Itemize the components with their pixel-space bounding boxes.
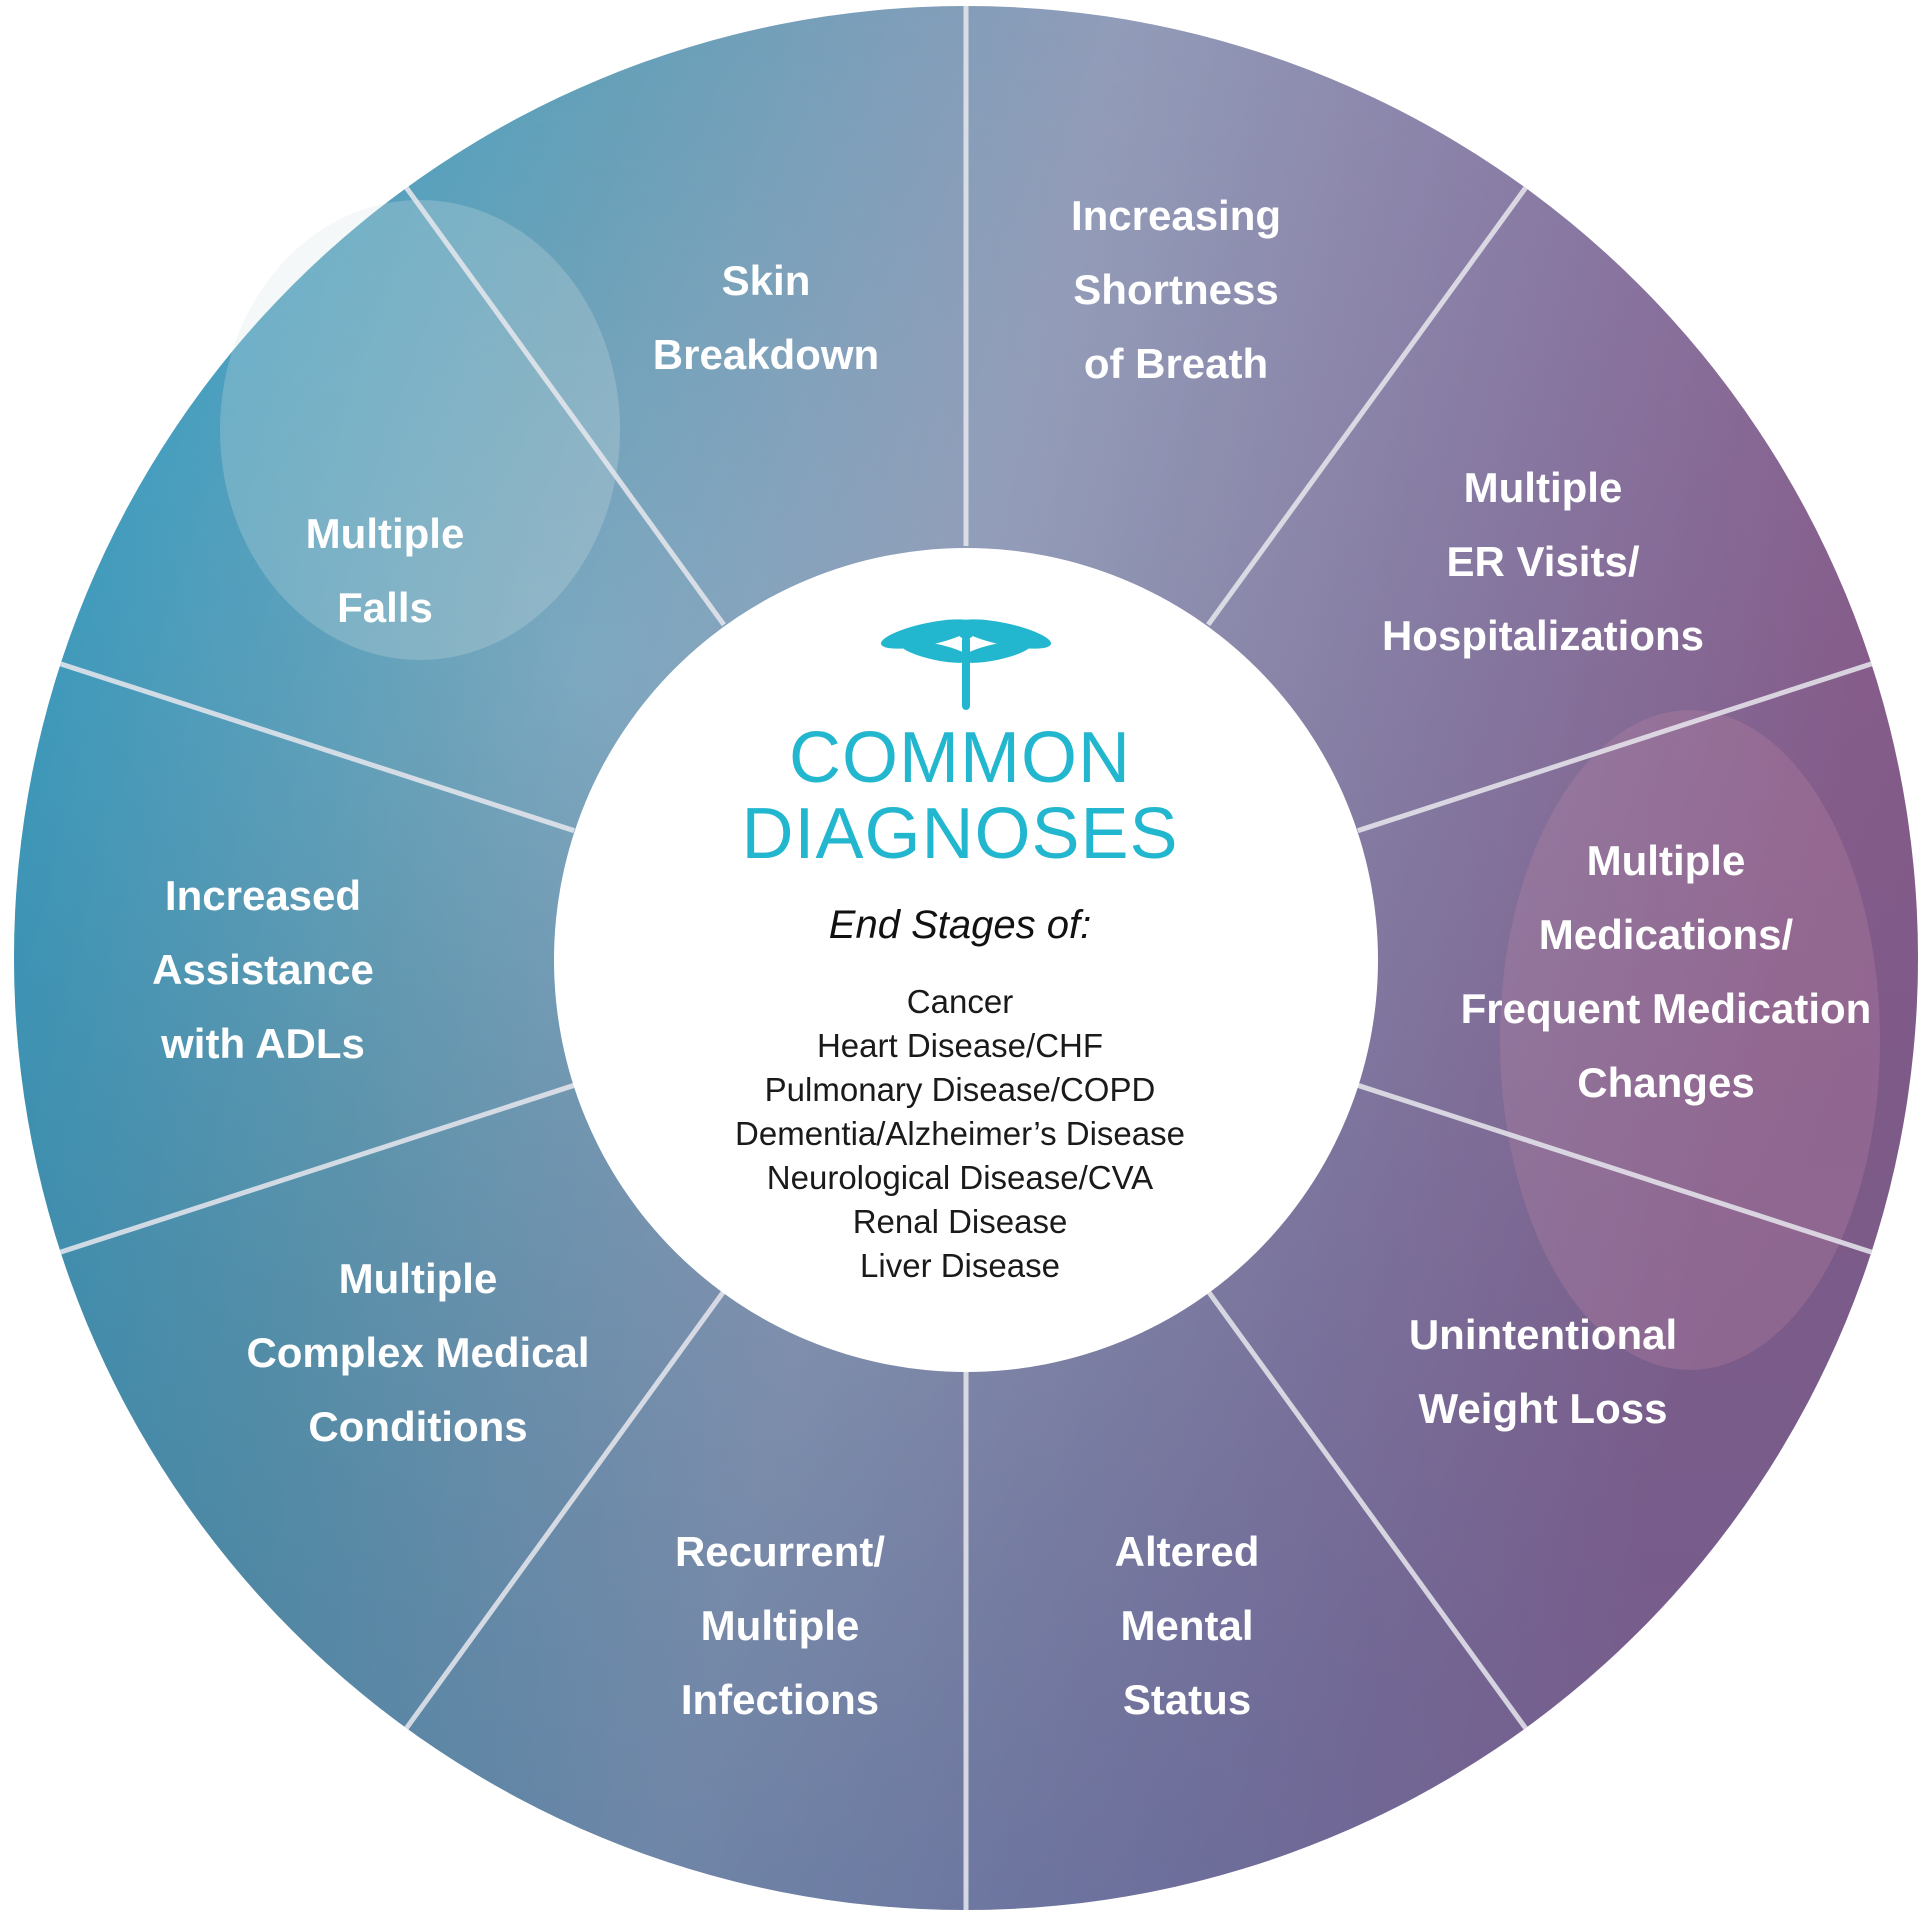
segment-label-line: Multiple [305, 510, 465, 557]
segment-label-line: Mental [1120, 1602, 1254, 1649]
segment-label-line: Weight Loss [1418, 1385, 1668, 1432]
diagnosis-item: Neurological Disease/CVA [766, 1159, 1154, 1196]
segment-label-line: Falls [337, 584, 433, 631]
segment-label-line: Multiple [1463, 464, 1623, 511]
segment-label-line: ER Visits/ [1446, 538, 1640, 585]
segment-label-line: Increased [164, 872, 362, 919]
segment-label-line: Infections [680, 1676, 880, 1723]
segment-label-line: Breakdown [652, 331, 880, 378]
segment-label-line: Conditions [308, 1403, 528, 1450]
diagnosis-item: Pulmonary Disease/COPD [764, 1071, 1156, 1108]
segment-label-line: Status [1122, 1676, 1252, 1723]
segment-divider [404, 1289, 726, 1730]
segment-label-er-visits: Multiple ER Visits/Hospitalizations [1382, 451, 1704, 673]
segment-divider [59, 661, 575, 834]
segment-label-line: Multiple [700, 1602, 860, 1649]
segment-label-line: Multiple [1586, 837, 1746, 884]
segment-label-line: Medications/ [1538, 911, 1794, 958]
segment-label-line: Hospitalizations [1381, 612, 1705, 659]
diagnosis-item: Dementia/Alzheimer’s Disease [735, 1115, 1185, 1152]
segment-dividers [59, 6, 1873, 1910]
segment-label-line: Multiple [338, 1255, 498, 1302]
segment-divider [404, 186, 726, 627]
hub-circle [554, 548, 1378, 1372]
segment-divider [1206, 1289, 1528, 1730]
segment-divider [1357, 1082, 1873, 1255]
dragonfly-icon [880, 619, 1052, 710]
hub-title-line: COMMON [789, 718, 1131, 798]
segment-label-line: Altered [1114, 1528, 1260, 1575]
diagnosis-item: Liver Disease [860, 1247, 1060, 1284]
diagnosis-item: Heart Disease/CHF [816, 1027, 1104, 1064]
segment-label-line: Skin [721, 257, 811, 304]
segment-label-line: Complex Medical [246, 1329, 590, 1376]
segment-label-line: Changes [1577, 1059, 1755, 1106]
segment-label-line: with ADLs [161, 1020, 365, 1067]
hub-title-line: DIAGNOSES [741, 794, 1179, 874]
diagnosis-item: Renal Disease [852, 1203, 1068, 1240]
segment-label-line: Recurrent/ [674, 1528, 886, 1575]
segment-label-line: Assistance [152, 946, 374, 993]
segment-label-line: Unintentional [1408, 1311, 1678, 1358]
segment-label-line: Increasing [1070, 192, 1282, 239]
segment-divider [1206, 186, 1528, 627]
segment-label-line: Shortness [1073, 266, 1279, 313]
hub-subtitle: End Stages of: [828, 903, 1092, 947]
segment-label-line: Frequent Medication [1460, 985, 1872, 1032]
segment-divider [1357, 661, 1873, 834]
hub-title: COMMON DIAGNOSES [660, 720, 1260, 872]
segment-divider [59, 1082, 575, 1255]
segment-label-line: of Breath [1083, 340, 1269, 387]
diagnosis-item: Cancer [906, 983, 1014, 1020]
